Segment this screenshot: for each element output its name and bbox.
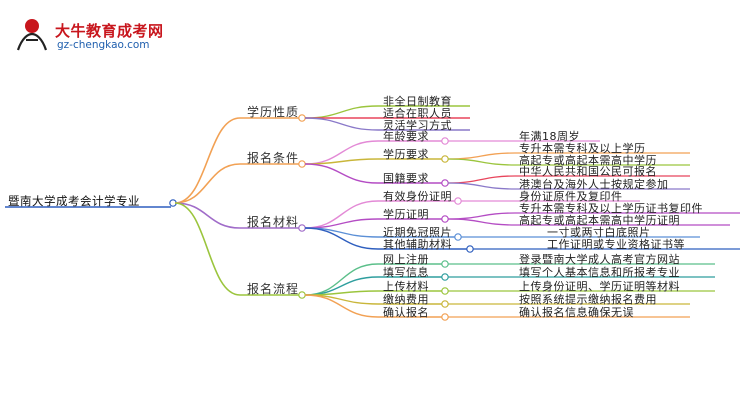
dot-branch-0 — [298, 114, 306, 122]
leaf-age-18: 年满18周岁 — [519, 130, 580, 143]
leaf-edu-req-1: 专升本需专科及以上学历 — [519, 142, 646, 155]
leaf-id-copy: 身份证原件及复印件 — [519, 190, 623, 203]
dot-branch-2-child-0 — [454, 197, 462, 205]
dot-branch-2 — [298, 224, 306, 232]
link-branch-2-child-3 — [304, 227, 379, 250]
link-root-branch-2 — [174, 202, 241, 229]
link-b2-c1-g0 — [447, 212, 516, 220]
link-b2-c1-g1 — [447, 218, 516, 226]
link-root-branch-1 — [174, 163, 241, 204]
node-education-req: 学历要求 — [383, 148, 429, 161]
leaf-edu-req-2: 高起专或高起本需高中学历 — [519, 154, 657, 167]
leaf-confirm: 确认报名信息确保无误 — [519, 306, 634, 319]
link-root-branch-0 — [174, 117, 241, 204]
node-other-materials: 其他辅助材料 — [383, 238, 452, 251]
node-age: 年龄要求 — [383, 130, 429, 143]
leaf-working-adults: 适合在职人员 — [383, 107, 452, 120]
node-edu-proof: 学历证明 — [383, 208, 429, 221]
link-b1-c2-g1 — [447, 182, 516, 190]
dot-branch-3-child-0 — [441, 260, 449, 268]
mindmap-root: 暨南大学成考会计学专业 — [8, 194, 140, 208]
dot-branch-3-child-2 — [441, 287, 449, 295]
branch-process: 报名流程 — [247, 282, 300, 296]
node-confirm: 确认报名 — [383, 306, 429, 319]
logo-url: gz-chengkao.com — [57, 39, 150, 51]
leaf-upload: 上传身份证明、学历证明等材料 — [519, 280, 680, 293]
node-fill-info: 填写信息 — [383, 266, 429, 279]
link-branch-3-child-2 — [304, 290, 379, 296]
branch-materials: 报名材料 — [247, 215, 300, 229]
leaf-photo: 一寸或两寸白底照片 — [547, 226, 651, 239]
link-branch-1-child-0 — [304, 140, 379, 165]
link-branch-1-child-2 — [304, 163, 379, 184]
dot-branch-1-child-2 — [441, 179, 449, 187]
node-id-proof: 有效身份证明 — [383, 190, 452, 203]
logo-mark — [12, 16, 52, 52]
branch-education-nature: 学历性质 — [247, 105, 300, 119]
link-b1-c1-g0 — [447, 152, 516, 160]
node-nationality: 国籍要求 — [383, 172, 429, 185]
leaf-register: 登录暨南大学成人高考官方网站 — [519, 253, 680, 266]
dot-branch-1-child-0 — [441, 137, 449, 145]
leaf-nationality-1: 中华人民共和国公民可报名 — [519, 165, 657, 178]
node-pay: 缴纳费用 — [383, 293, 429, 306]
link-branch-0-child-0 — [304, 105, 379, 119]
node-register: 网上注册 — [383, 253, 429, 266]
dot-branch-3-child-3 — [441, 300, 449, 308]
leaf-pay: 按照系统提示缴纳报名费用 — [519, 293, 657, 306]
dot-branch-3-child-1 — [441, 273, 449, 281]
node-upload: 上传材料 — [383, 280, 429, 293]
link-branch-0-child-2 — [304, 117, 379, 131]
leaf-edu-proof-1: 专升本需专科及以上学历证书复印件 — [519, 202, 703, 215]
dot-branch-3 — [298, 291, 306, 299]
link-branch-3-child-4 — [304, 294, 379, 318]
leaf-other-materials: 工作证明或专业资格证书等 — [547, 238, 685, 251]
link-branch-1-child-1 — [304, 158, 379, 165]
node-photo: 近期免冠照片 — [383, 226, 452, 239]
dot-branch-3-child-4 — [441, 313, 449, 321]
link-b1-c2-g0 — [447, 175, 516, 184]
dot-branch-2-child-2 — [454, 233, 462, 241]
link-b1-c1-g1 — [447, 158, 516, 166]
leaf-non-fulltime: 非全日制教育 — [383, 95, 452, 108]
logo-title: 大牛教育成考网 — [55, 22, 164, 40]
dot-branch-1-child-1 — [441, 155, 449, 163]
link-branch-3-child-0 — [304, 263, 379, 296]
dot-branch-2-child-3 — [466, 245, 474, 253]
leaf-flexible-study: 灵活学习方式 — [383, 119, 452, 132]
dot-branch-1 — [298, 160, 306, 168]
link-root-branch-3 — [174, 202, 241, 296]
leaf-fill-info: 填写个人基本信息和所报考专业 — [519, 266, 680, 279]
dot-branch-2-child-1 — [441, 215, 449, 223]
leaf-edu-proof-2: 高起专或高起本需高中学历证明 — [519, 214, 680, 227]
branch-requirements: 报名条件 — [247, 151, 300, 165]
leaf-nationality-2: 港澳台及海外人士按规定参加 — [519, 178, 669, 191]
